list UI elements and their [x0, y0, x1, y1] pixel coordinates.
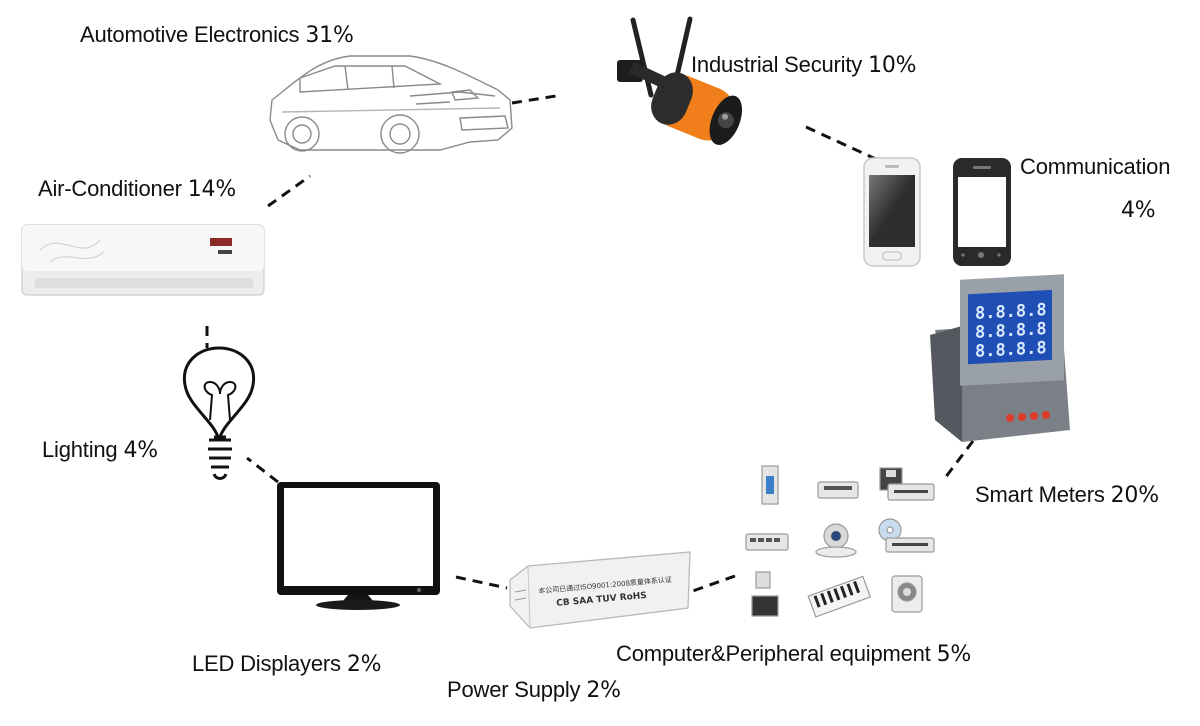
- meter-digits-row-3: 8.8.8.8: [975, 338, 1047, 362]
- car-icon: [269, 55, 513, 154]
- label-aircon-name: Air-Conditioner: [38, 176, 182, 201]
- meter-digits-row-1: 8.8.8.8: [975, 300, 1047, 324]
- label-communication-name: Communication: [1020, 154, 1171, 179]
- label-computer-name: Computer&Peripheral equipment: [616, 641, 931, 666]
- computer-peripherals-icon: [745, 465, 935, 618]
- label-meters-name: Smart Meters: [975, 482, 1105, 507]
- label-communication-pct: 4%: [1121, 198, 1156, 223]
- connector-computer-power: [689, 574, 736, 594]
- light-bulb-icon: [182, 346, 256, 480]
- label-security-name: Industrial Security: [691, 52, 863, 77]
- smartphones-icon: [863, 157, 1011, 267]
- label-meters-pct: 20%: [1110, 483, 1160, 508]
- label-led-name: LED Displayers: [192, 651, 341, 676]
- connector-power-led: [455, 575, 508, 590]
- label-security-pct: 10%: [868, 53, 917, 78]
- security-camera-icon: [617, 16, 743, 145]
- monitor-icon: [277, 482, 440, 610]
- label-aircon-pct: 14%: [187, 177, 237, 202]
- connector-car-camera: [511, 93, 563, 105]
- label-led-pct: 2%: [346, 652, 382, 677]
- connector-aircon-car: [267, 174, 311, 208]
- connectors: [205, 93, 1003, 594]
- connector-camera-phones: [805, 125, 879, 162]
- label-lighting-pct: 4%: [123, 438, 158, 463]
- label-computer-pct: 5%: [936, 642, 972, 667]
- label-power-pct: 2%: [586, 678, 621, 703]
- connector-led-lighting: [246, 456, 279, 484]
- connector-meter-computer: [943, 440, 975, 479]
- air-conditioner-icon: [21, 224, 265, 296]
- label-automotive-pct: 31%: [305, 23, 354, 48]
- power-supply-icon: 本公司已通过ISO9001:2008质量体系认证 CB SAA TUV RoHS: [509, 551, 691, 629]
- power-meter-icon: 8.8.8.8 8.8.8.8 8.8.8.8: [930, 274, 1070, 442]
- label-lighting-name: Lighting: [42, 437, 118, 462]
- label-power-name: Power Supply: [447, 677, 581, 702]
- meter-digits-row-2: 8.8.8.8: [975, 319, 1047, 343]
- label-automotive-name: Automotive Electronics: [80, 22, 300, 47]
